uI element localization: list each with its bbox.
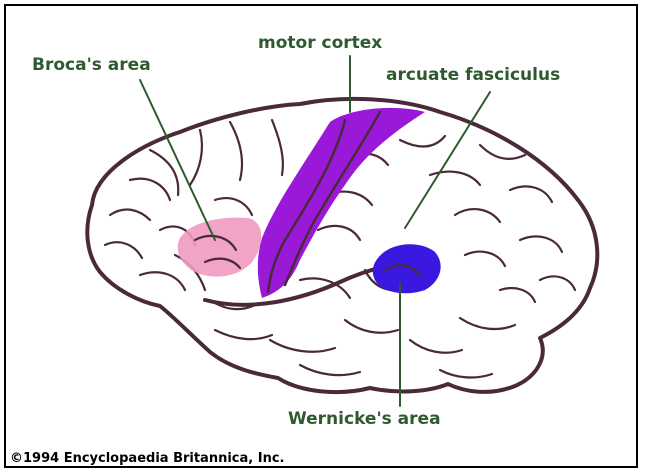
motor-cortex-label: motor cortex [258,33,382,53]
copyright-text: ©1994 Encyclopaedia Britannica, Inc. [10,451,284,466]
wernicke-label: Wernicke's area [288,409,441,429]
arcuate-fasciculus-label: arcuate fasciculus [386,65,560,85]
broca-label: Broca's area [32,55,151,75]
